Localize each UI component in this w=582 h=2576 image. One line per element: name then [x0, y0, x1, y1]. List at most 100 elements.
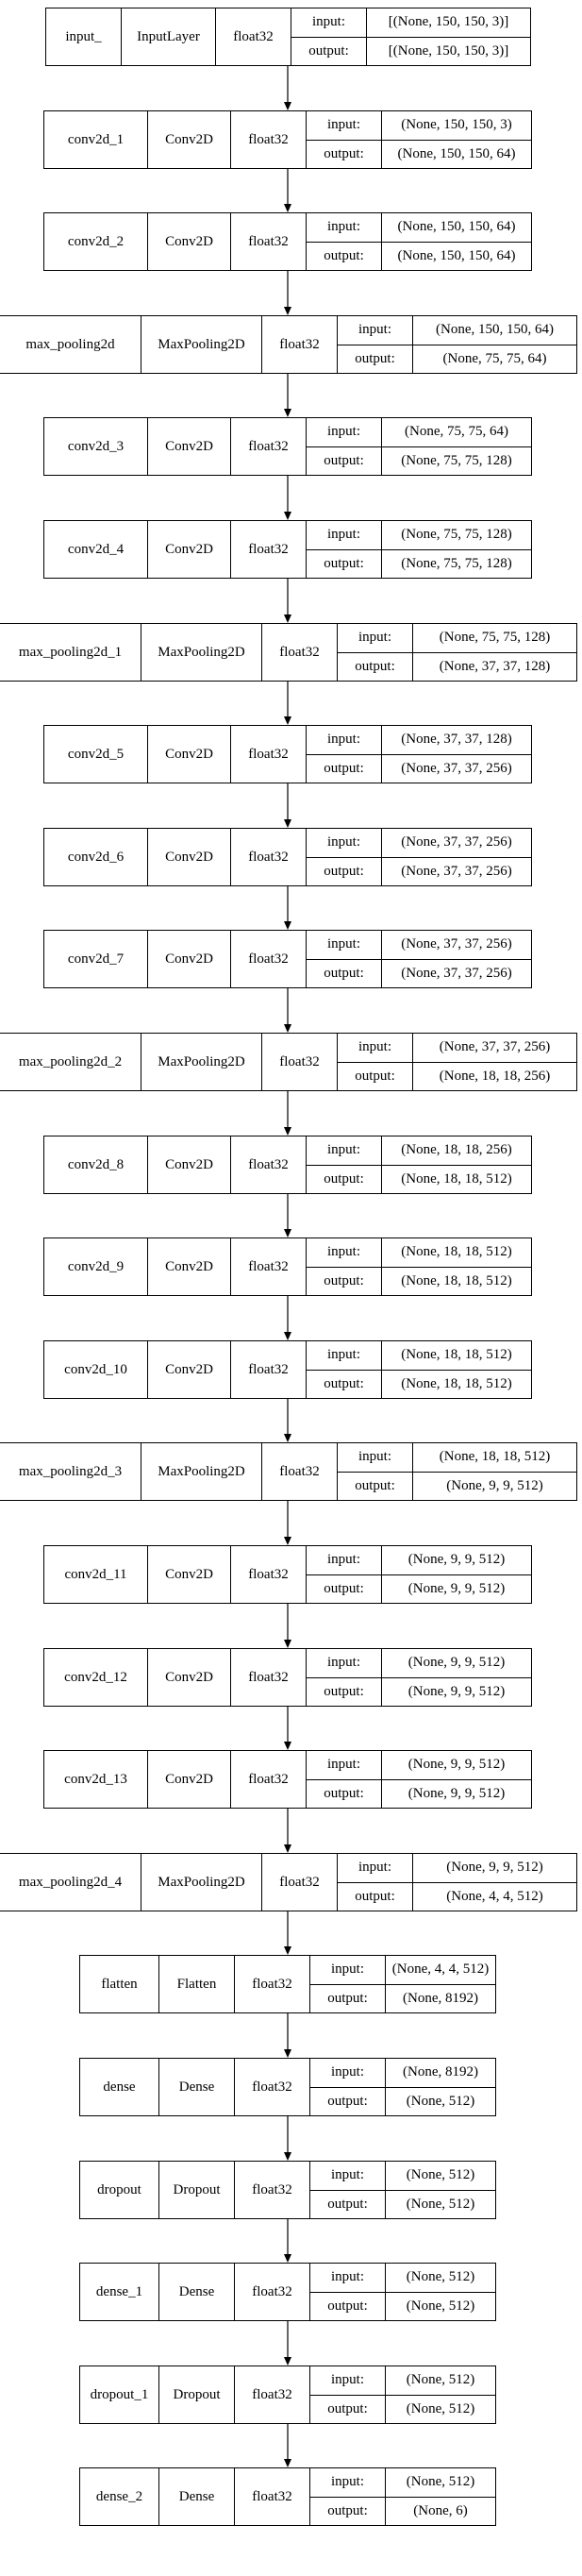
input-shape: (None, 37, 37, 256) [439, 1039, 551, 1055]
layer-shapes: input:(None, 512)output:(None, 512) [310, 2366, 495, 2423]
input-shape: (None, 8192) [403, 2064, 478, 2080]
input-shape: (None, 37, 37, 256) [401, 936, 512, 952]
input-label: input: [307, 726, 382, 754]
input-shape: (None, 9, 9, 512) [407, 1757, 506, 1773]
output-label: output: [307, 1370, 382, 1398]
input-label: input: [310, 2468, 386, 2497]
input-label: input: [307, 1649, 382, 1677]
layer-name: dense_2 [80, 2468, 159, 2525]
arrow-head-icon [284, 512, 291, 520]
layer-type: MaxPooling2D [141, 1034, 262, 1090]
layer-shapes: input:(None, 9, 9, 512)output:(None, 9, … [307, 1751, 531, 1808]
input-label: input: [338, 1854, 413, 1882]
layer-name: conv2d_10 [44, 1341, 148, 1398]
layer-type: Conv2D [148, 1136, 231, 1193]
layer-type: Dense [159, 2059, 235, 2115]
layer-shapes: input:(None, 150, 150, 64)output:(None, … [338, 316, 576, 373]
output-shape-row: output:(None, 9, 9, 512) [338, 1471, 576, 1500]
output-label: output: [307, 446, 382, 475]
input-shape: (None, 512) [406, 2372, 475, 2388]
layer-dtype: float32 [231, 1136, 307, 1193]
layer-name: conv2d_9 [44, 1238, 148, 1295]
input-label: input: [307, 829, 382, 857]
layer-name: dropout_1 [80, 2366, 159, 2423]
output-shape: (None, 18, 18, 256) [439, 1068, 551, 1084]
arrow-head-icon [284, 1127, 291, 1136]
output-shape: (None, 512) [406, 2093, 475, 2109]
output-label: output: [307, 959, 382, 987]
output-shape-row: output:(None, 37, 37, 128) [338, 651, 576, 681]
layer-dtype: float32 [262, 1443, 338, 1500]
input-shape-row: input:(None, 75, 75, 128) [338, 624, 576, 652]
arrow-head-icon [284, 716, 291, 725]
output-shape-row: output:(None, 37, 37, 256) [307, 753, 531, 783]
layer-type: Dense [159, 2468, 235, 2525]
arrow-head-icon [284, 1537, 291, 1545]
input-label: input: [307, 213, 382, 242]
input-shape-row: input: (None, 512) [310, 2366, 495, 2395]
layer-shapes: input:(None, 9, 9, 512)output:(None, 9, … [307, 1649, 531, 1706]
layer-shapes: input:(None, 37, 37, 256)output:(None, 1… [338, 1034, 576, 1090]
layer-shapes: input:[(None, 150, 150, 3)]output:[(None… [291, 8, 530, 65]
layer-type: Conv2D [148, 521, 231, 578]
input-shape-row: input:(None, 18, 18, 512) [307, 1238, 531, 1267]
input-shape: (None, 150, 150, 64) [436, 322, 554, 338]
output-label: output: [307, 754, 382, 783]
layer-dtype: float32 [231, 726, 307, 783]
input-label: input: [307, 521, 382, 549]
input-shape-row: input:(None, 18, 18, 512) [338, 1443, 576, 1472]
output-label: output: [310, 1984, 386, 2012]
layer-shapes: input:(None, 512)output:(None, 6) [310, 2468, 495, 2525]
layer-name: conv2d_12 [44, 1649, 148, 1706]
layer-shapes: input:(None, 4, 4, 512)output:(None, 819… [310, 1956, 495, 2012]
input-shape-row: input:(None, 37, 37, 256) [307, 829, 531, 857]
output-shape-row: output:[(None, 150, 150, 3)] [291, 36, 530, 65]
layer-type: Conv2D [148, 1341, 231, 1398]
layer-name: conv2d_4 [44, 521, 148, 578]
layer-dtype: float32 [231, 1238, 307, 1295]
layer-dtype: float32 [262, 316, 338, 373]
layer-type: Conv2D [148, 1751, 231, 1808]
output-shape-row: output:(None, 18, 18, 512) [307, 1369, 531, 1398]
layer-shapes: input:(None, 75, 75, 64)output:(None, 75… [307, 418, 531, 475]
layer-name: conv2d_5 [44, 726, 148, 783]
output-shape: (None, 512) [406, 2298, 475, 2314]
layer-type: Conv2D [148, 931, 231, 987]
output-shape-row: output:(None, 512) [310, 2189, 495, 2218]
output-shape-row: output:(None, 9, 9, 512) [307, 1676, 531, 1706]
output-shape-row: output:(None, 18, 18, 512) [307, 1266, 531, 1295]
layer-dtype: float32 [235, 1956, 310, 2012]
arrow-head-icon [284, 1024, 291, 1033]
layer-shapes: input:(None, 9, 9, 512)output:(None, 9, … [307, 1546, 531, 1603]
input-label: input: [310, 2366, 386, 2395]
input-shape-row: input:[(None, 150, 150, 3)] [291, 8, 530, 37]
layer-type: Dense [159, 2264, 235, 2320]
layer-name: input_ [46, 8, 122, 65]
layer-dtype: float32 [231, 1341, 307, 1398]
output-shape: (None, 4, 4, 512) [446, 1888, 543, 1904]
layer-shapes: input:(None, 37, 37, 256)output:(None, 3… [307, 829, 531, 885]
input-label: input: [338, 1443, 413, 1472]
layer-type: Conv2D [148, 418, 231, 475]
input-label: input: [307, 1751, 382, 1779]
output-label: output: [307, 857, 382, 885]
input-shape-row: input:(None, 9, 9, 512) [307, 1649, 531, 1677]
arrow-head-icon [284, 204, 291, 212]
output-label: output: [310, 2087, 386, 2115]
output-label: output: [338, 1062, 413, 1090]
input-shape-row: input:(None, 4, 4, 512) [310, 1956, 495, 1984]
output-label: output: [310, 2190, 386, 2218]
layer-name: dense_1 [80, 2264, 159, 2320]
layer-name: conv2d_11 [44, 1546, 148, 1603]
layer-shapes: input:(None, 37, 37, 256)output:(None, 3… [307, 931, 531, 987]
layer-dtype: float32 [231, 1649, 307, 1706]
input-label: input: [307, 1341, 382, 1370]
